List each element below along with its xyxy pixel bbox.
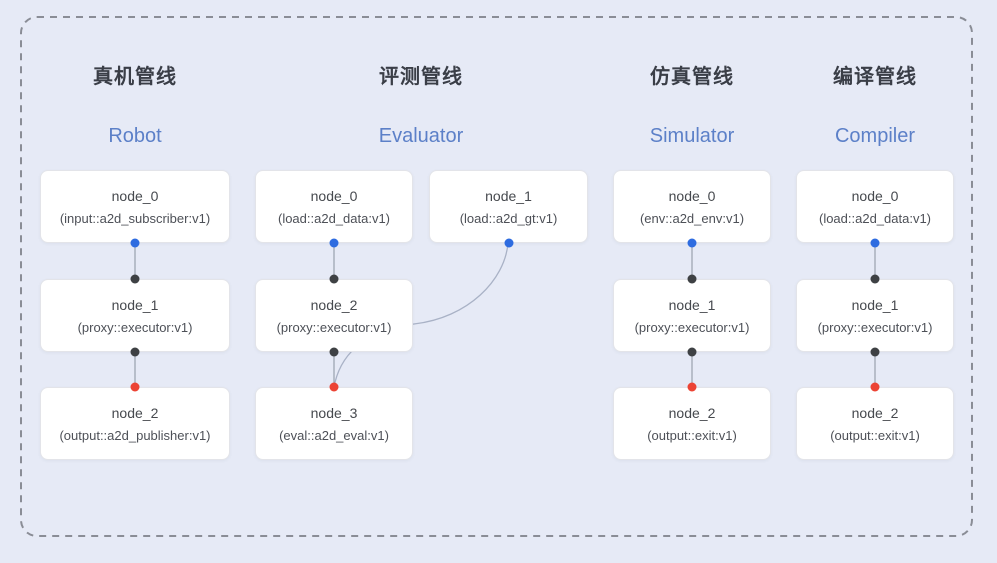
node-title: node_2 bbox=[851, 404, 899, 421]
pipeline-title-en-robot: Robot bbox=[108, 125, 162, 147]
output-port-dot bbox=[329, 347, 339, 357]
node-title: node_1 bbox=[111, 296, 159, 313]
input-port-dot bbox=[130, 382, 140, 392]
pipeline-title-en-evaluator: Evaluator bbox=[378, 125, 464, 147]
node-card-evaluator-node_2: node_2(proxy::executor:v1) bbox=[255, 279, 413, 352]
output-port-dot bbox=[329, 238, 339, 248]
pipeline-title-zh-evaluator: 评测管线 bbox=[379, 66, 463, 88]
node-card-evaluator-node_0: node_0(load::a2d_data:v1) bbox=[255, 170, 413, 243]
node-title: node_0 bbox=[310, 187, 358, 204]
node-card-simulator-node_0: node_0(env::a2d_env:v1) bbox=[613, 170, 771, 243]
input-port-dot bbox=[329, 382, 339, 392]
node-subtitle: (proxy::executor:v1) bbox=[634, 319, 750, 335]
node-subtitle: (env::a2d_env:v1) bbox=[639, 210, 745, 226]
node-subtitle: (load::a2d_data:v1) bbox=[277, 210, 391, 226]
node-subtitle: (eval::a2d_eval:v1) bbox=[279, 427, 389, 443]
node-subtitle: (output::exit:v1) bbox=[647, 427, 737, 443]
node-card-simulator-node_1: node_1(proxy::executor:v1) bbox=[613, 279, 771, 352]
edge-curve-gt-to-eval bbox=[333, 242, 509, 388]
node-title: node_2 bbox=[310, 296, 358, 313]
node-title: node_2 bbox=[111, 404, 159, 421]
node-subtitle: (proxy::executor:v1) bbox=[276, 319, 392, 335]
node-title: node_1 bbox=[485, 187, 532, 204]
node-card-robot-node_0: node_0(input::a2d_subscriber:v1) bbox=[40, 170, 230, 243]
node-card-robot-node_1: node_1(proxy::executor:v1) bbox=[40, 279, 230, 352]
node-card-evaluator-node_1: node_1(load::a2d_gt:v1) bbox=[429, 170, 588, 243]
output-port-dot bbox=[687, 238, 697, 248]
node-subtitle: (output::a2d_publisher:v1) bbox=[59, 427, 211, 443]
node-subtitle: (input::a2d_subscriber:v1) bbox=[59, 210, 211, 226]
output-port-dot bbox=[504, 238, 513, 248]
node-card-compiler-node_2: node_2(output::exit:v1) bbox=[796, 387, 954, 460]
pipeline-title-zh-simulator: 仿真管线 bbox=[650, 66, 734, 88]
pipeline-title-zh-compiler: 编译管线 bbox=[833, 66, 917, 88]
output-port-dot bbox=[870, 347, 880, 357]
input-port-dot bbox=[687, 382, 697, 392]
pipeline-title-en-compiler: Compiler bbox=[834, 125, 916, 147]
node-card-robot-node_2: node_2(output::a2d_publisher:v1) bbox=[40, 387, 230, 460]
node-title: node_1 bbox=[851, 296, 899, 313]
node-subtitle: (load::a2d_gt:v1) bbox=[459, 210, 558, 226]
input-port-dot bbox=[130, 274, 140, 284]
output-port-dot bbox=[130, 347, 140, 357]
dashed-frame bbox=[20, 16, 973, 537]
input-port-dot bbox=[687, 274, 697, 284]
node-title: node_0 bbox=[851, 187, 899, 204]
node-card-compiler-node_1: node_1(proxy::executor:v1) bbox=[796, 279, 954, 352]
node-title: node_2 bbox=[668, 404, 716, 421]
node-card-evaluator-node_3: node_3(eval::a2d_eval:v1) bbox=[255, 387, 413, 460]
input-port-dot bbox=[870, 382, 880, 392]
node-subtitle: (output::exit:v1) bbox=[830, 427, 920, 443]
node-title: node_1 bbox=[668, 296, 716, 313]
output-port-dot bbox=[870, 238, 880, 248]
input-port-dot bbox=[329, 274, 339, 284]
node-title: node_3 bbox=[310, 404, 358, 421]
pipeline-title-zh-robot: 真机管线 bbox=[93, 66, 177, 88]
node-title: node_0 bbox=[668, 187, 716, 204]
output-port-dot bbox=[130, 238, 140, 248]
node-subtitle: (proxy::executor:v1) bbox=[77, 319, 193, 335]
node-card-compiler-node_0: node_0(load::a2d_data:v1) bbox=[796, 170, 954, 243]
output-port-dot bbox=[687, 347, 697, 357]
node-title: node_0 bbox=[111, 187, 159, 204]
input-port-dot bbox=[870, 274, 880, 284]
node-subtitle: (proxy::executor:v1) bbox=[817, 319, 933, 335]
node-subtitle: (load::a2d_data:v1) bbox=[818, 210, 932, 226]
node-card-simulator-node_2: node_2(output::exit:v1) bbox=[613, 387, 771, 460]
pipeline-title-en-simulator: Simulator bbox=[649, 125, 735, 147]
